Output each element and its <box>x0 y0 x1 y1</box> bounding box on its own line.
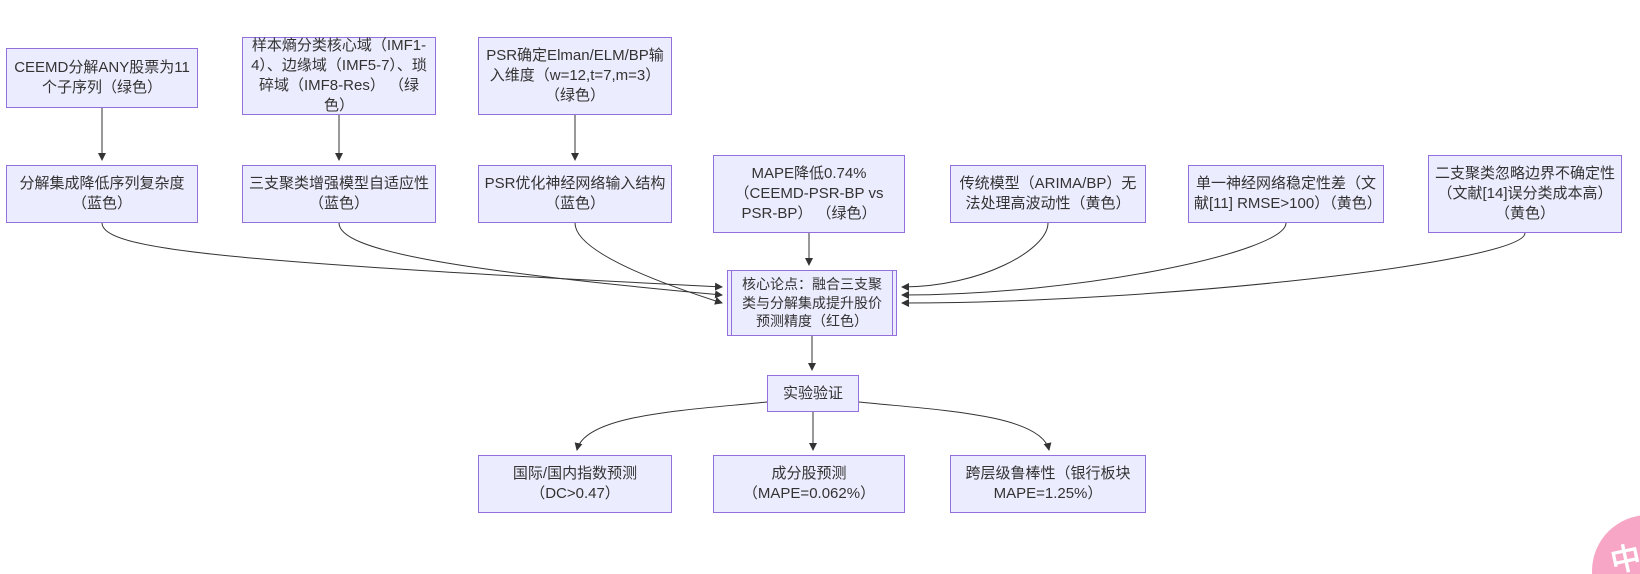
node-ceemd-decomposition: CEEMD分解ANY股票为11个子序列（绿色） <box>6 48 198 108</box>
node-cross-level-robustness: 跨层级鲁棒性（银行板块 MAPE=1.25%） <box>950 455 1146 513</box>
node-single-nn-instability: 单一神经网络稳定性差（文献[11] RMSE>100）（黄色） <box>1188 165 1384 223</box>
node-label: 成分股预测（MAPE=0.062%） <box>742 465 876 502</box>
node-mape-reduction: MAPE降低0.74%（CEEMD-PSR-BP vs PSR-BP） （绿色） <box>713 155 905 233</box>
node-label: 分解集成降低序列复杂度（蓝色） <box>19 175 185 212</box>
translate-icon: 中A <box>1607 537 1640 574</box>
node-two-way-clustering-limitation: 二支聚类忽略边界不确定性（文献[14]误分类成本高）（黄色） <box>1428 155 1622 233</box>
node-label: 国际/国内指数预测（DC>0.47） <box>512 465 638 502</box>
node-core-thesis: 核心论点：融合三支聚类与分解集成提升股价预测精度（红色） <box>727 270 897 336</box>
node-label: 传统模型（ARIMA/BP）无法处理高波动性（黄色） <box>959 175 1137 212</box>
node-label: 实验验证 <box>782 384 843 402</box>
node-constituent-stock-prediction: 成分股预测（MAPE=0.062%） <box>713 455 905 513</box>
node-traditional-model-limitation: 传统模型（ARIMA/BP）无法处理高波动性（黄色） <box>950 165 1146 223</box>
node-psr-input-dimension: PSR确定Elman/ELM/BP输入维度（w=12,t=7,m=3） （绿色） <box>478 37 672 115</box>
node-experimental-validation: 实验验证 <box>767 375 859 412</box>
node-label: 二支聚类忽略边界不确定性（文献[14]误分类成本高）（黄色） <box>1434 165 1615 222</box>
node-label: MAPE降低0.74%（CEEMD-PSR-BP vs PSR-BP） （绿色） <box>734 165 884 222</box>
edge-r2-core <box>338 222 723 299</box>
node-decomposition-reduces-complexity: 分解集成降低序列复杂度（蓝色） <box>6 165 198 223</box>
node-index-prediction: 国际/国内指数预测（DC>0.47） <box>478 455 672 513</box>
edge-r5-core <box>901 222 1049 291</box>
node-label: 跨层级鲁棒性（银行板块 MAPE=1.25%） <box>965 465 1131 502</box>
node-label: 三支聚类增强模型自适应性（蓝色） <box>248 175 429 212</box>
node-sample-entropy-classification: 样本熵分类核心域（IMF1-4）、边缘域（IMF5-7）、琐碎域（IMF8-Re… <box>242 37 436 115</box>
edge-r1-core <box>101 222 723 291</box>
edge-r3-core <box>574 222 723 305</box>
edge-exp-b1 <box>574 401 768 451</box>
node-label: 样本熵分类核心域（IMF1-4）、边缘域（IMF5-7）、琐碎域（IMF8-Re… <box>251 37 427 114</box>
node-label: 单一神经网络稳定性差（文献[11] RMSE>100）（黄色） <box>1194 175 1382 212</box>
node-label: CEEMD分解ANY股票为11个子序列（绿色） <box>14 59 190 96</box>
node-label: PSR优化神经网络输入结构（蓝色） <box>484 175 666 212</box>
node-three-way-clustering-adaptivity: 三支聚类增强模型自适应性（蓝色） <box>242 165 436 223</box>
edge-r6-core <box>901 222 1287 299</box>
node-label: PSR确定Elman/ELM/BP输入维度（w=12,t=7,m=3） （绿色） <box>486 47 664 104</box>
edge-exp-b3 <box>858 401 1052 451</box>
edge-r7-core <box>901 232 1526 307</box>
node-label: 核心论点：融合三支聚类与分解集成提升股价预测精度（红色） <box>742 276 882 330</box>
node-psr-optimizes-input-structure: PSR优化神经网络输入结构（蓝色） <box>478 165 672 223</box>
